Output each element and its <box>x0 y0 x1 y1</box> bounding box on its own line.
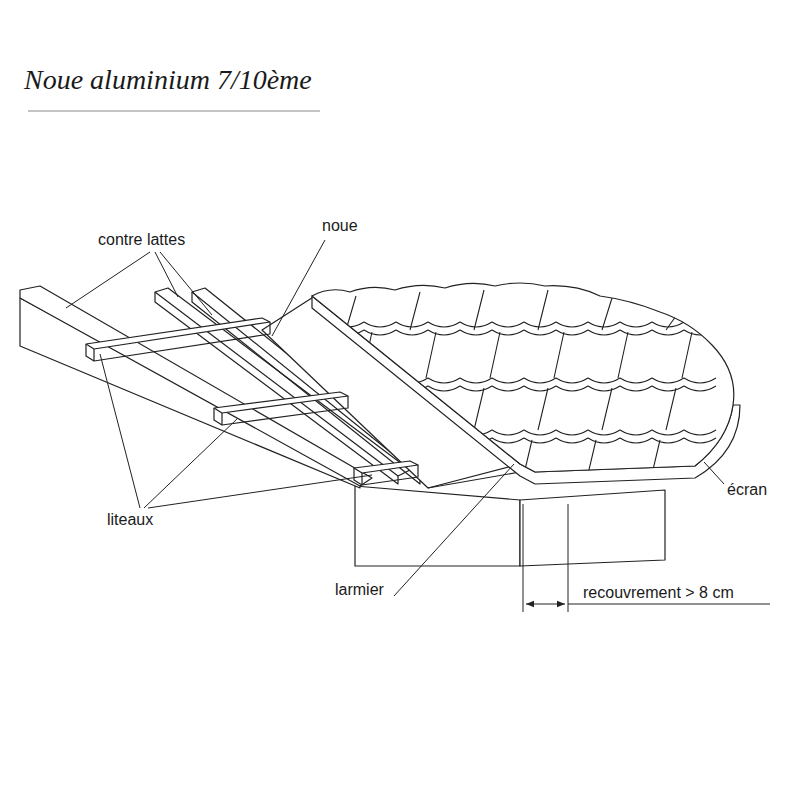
part-label: noue <box>322 217 358 235</box>
part-label: écran <box>727 481 767 499</box>
part-label: liteaux <box>107 511 153 529</box>
part-label: larmier <box>335 581 384 599</box>
diagram-title: Noue aluminium 7/10ème <box>24 64 312 96</box>
part-label: contre lattes <box>98 231 185 249</box>
dimension-label: recouvrement > 8 cm <box>583 584 734 602</box>
